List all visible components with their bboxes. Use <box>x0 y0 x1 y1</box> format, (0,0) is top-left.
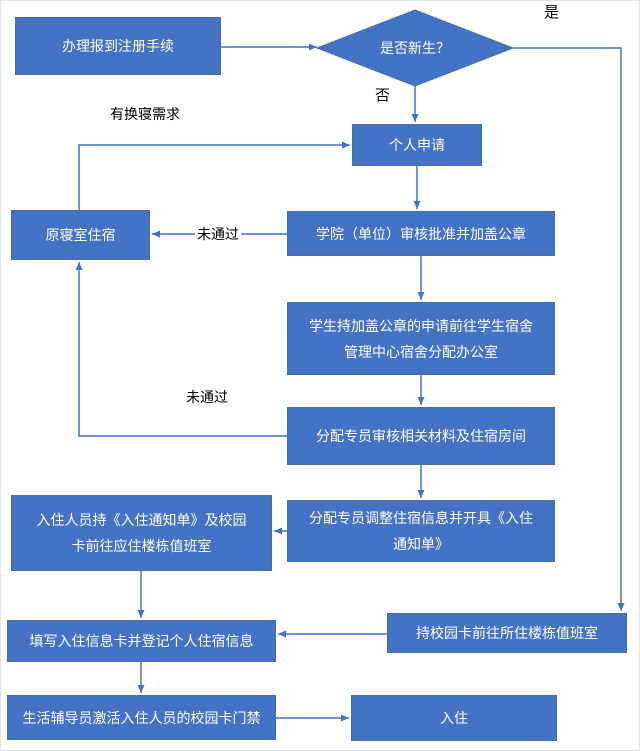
node-review-label: 分配专员审核相关材料及住宿房间 <box>316 428 526 444</box>
node-goto-office: 学生持加盖公章的申请前往学生宿舍 管理中心宿舍分配办公室 <box>287 302 555 375</box>
edge-review-original-fail <box>75 262 287 437</box>
node-apply-label: 个人申请 <box>389 137 445 153</box>
node-checkin-label: 入住 <box>440 710 468 726</box>
edge-label-no: 否 <box>373 87 393 104</box>
edge-label-change-need: 有换寝需求 <box>108 106 182 123</box>
node-adjust-label: 分配专员调整住宿信息并开具《入住 通知单》 <box>309 510 533 552</box>
edge-label-yes: 是 <box>542 4 562 21</box>
edge-label-fail-review: 未通过 <box>184 389 230 406</box>
node-goto-office-label: 学生持加盖公章的申请前往学生宿舍 管理中心宿舍分配办公室 <box>309 317 533 360</box>
node-college-label: 学院（单位）审核批准并加盖公章 <box>316 225 526 242</box>
edge-decision-card-yes <box>513 47 625 611</box>
node-fill: 填写入住信息卡并登记个人住宿信息 <box>7 620 276 662</box>
node-review: 分配专员审核相关材料及住宿房间 <box>287 407 555 465</box>
edge-original-apply-change <box>78 141 350 210</box>
node-notice: 入住人员持《入住通知单》及校园 卡前往应住楼栋值班室 <box>11 495 272 571</box>
node-original: 原寝室住宿 <box>11 210 150 260</box>
node-register-label: 办理报到注册手续 <box>62 38 174 54</box>
node-register: 办理报到注册手续 <box>15 17 221 75</box>
node-college: 学院（单位）审核批准并加盖公章 <box>287 211 555 256</box>
node-apply: 个人申请 <box>352 124 482 166</box>
node-checkin: 入住 <box>351 695 557 741</box>
node-card: 持校园卡前往所住楼栋值班室 <box>387 613 627 653</box>
node-original-label: 原寝室住宿 <box>45 227 116 243</box>
node-decision-label: 是否新生？ <box>380 40 450 56</box>
edge-label-fail-college: 未通过 <box>195 226 241 243</box>
node-adjust: 分配专员调整住宿信息并开具《入住 通知单》 <box>287 500 555 562</box>
node-notice-label: 入住人员持《入住通知单》及校园 卡前往应住楼栋值班室 <box>36 512 247 554</box>
node-fill-label: 填写入住信息卡并登记个人住宿信息 <box>29 633 254 649</box>
node-activate-label: 生活辅导员激活入住人员的校园卡门禁 <box>22 709 261 726</box>
node-activate: 生活辅导员激活入住人员的校园卡门禁 <box>7 695 276 740</box>
node-card-label: 持校园卡前往所住楼栋值班室 <box>416 625 598 641</box>
